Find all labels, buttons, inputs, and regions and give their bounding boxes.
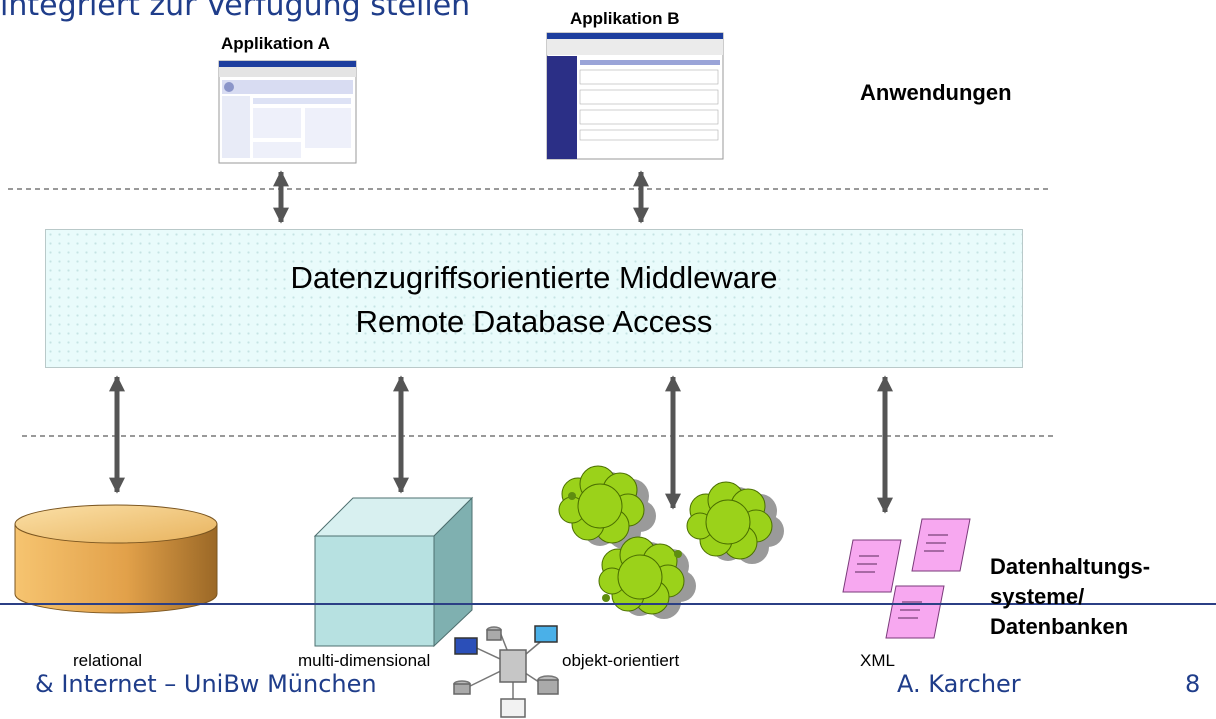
data-layer-label: Datenhaltungs- systeme/ Datenbanken: [990, 552, 1150, 642]
applications-layer-label: Anwendungen: [860, 80, 1012, 105]
middleware-title: Datenzugriffsorientierte Middleware: [290, 260, 778, 295]
object-oriented-label: objekt-orientiert: [562, 651, 680, 670]
footer-left-text: & Internet – UniBw München: [35, 670, 377, 698]
multidimensional-cube: [313, 496, 474, 648]
xml-label: XML: [860, 651, 895, 670]
object-clouds: [558, 465, 784, 619]
app-b-screenshot: [546, 32, 724, 160]
network-logo: [453, 625, 559, 718]
data-layer-line-3: Datenbanken: [990, 614, 1129, 639]
footer-author: A. Karcher: [897, 670, 1021, 698]
data-layer-line-2: systeme/: [990, 584, 1085, 609]
data-layer-line-1: Datenhaltungs-: [990, 554, 1151, 579]
middleware-subtitle: Remote Database Access: [355, 304, 713, 339]
relational-cylinder: [14, 504, 218, 614]
multidimensional-label: multi-dimensional: [298, 651, 431, 670]
xml-documents: [842, 518, 971, 639]
slide-title: integriert zur Verfügung stellen: [0, 0, 471, 23]
page-number: 8: [1185, 670, 1201, 698]
app-a-label: Applikation A: [221, 34, 330, 53]
app-a-screenshot: [218, 60, 357, 164]
middleware-box: Datenzugriffsorientierte Middleware Remo…: [45, 229, 1023, 368]
app-b-label: Applikation B: [570, 9, 680, 28]
relational-label: relational: [73, 651, 142, 670]
